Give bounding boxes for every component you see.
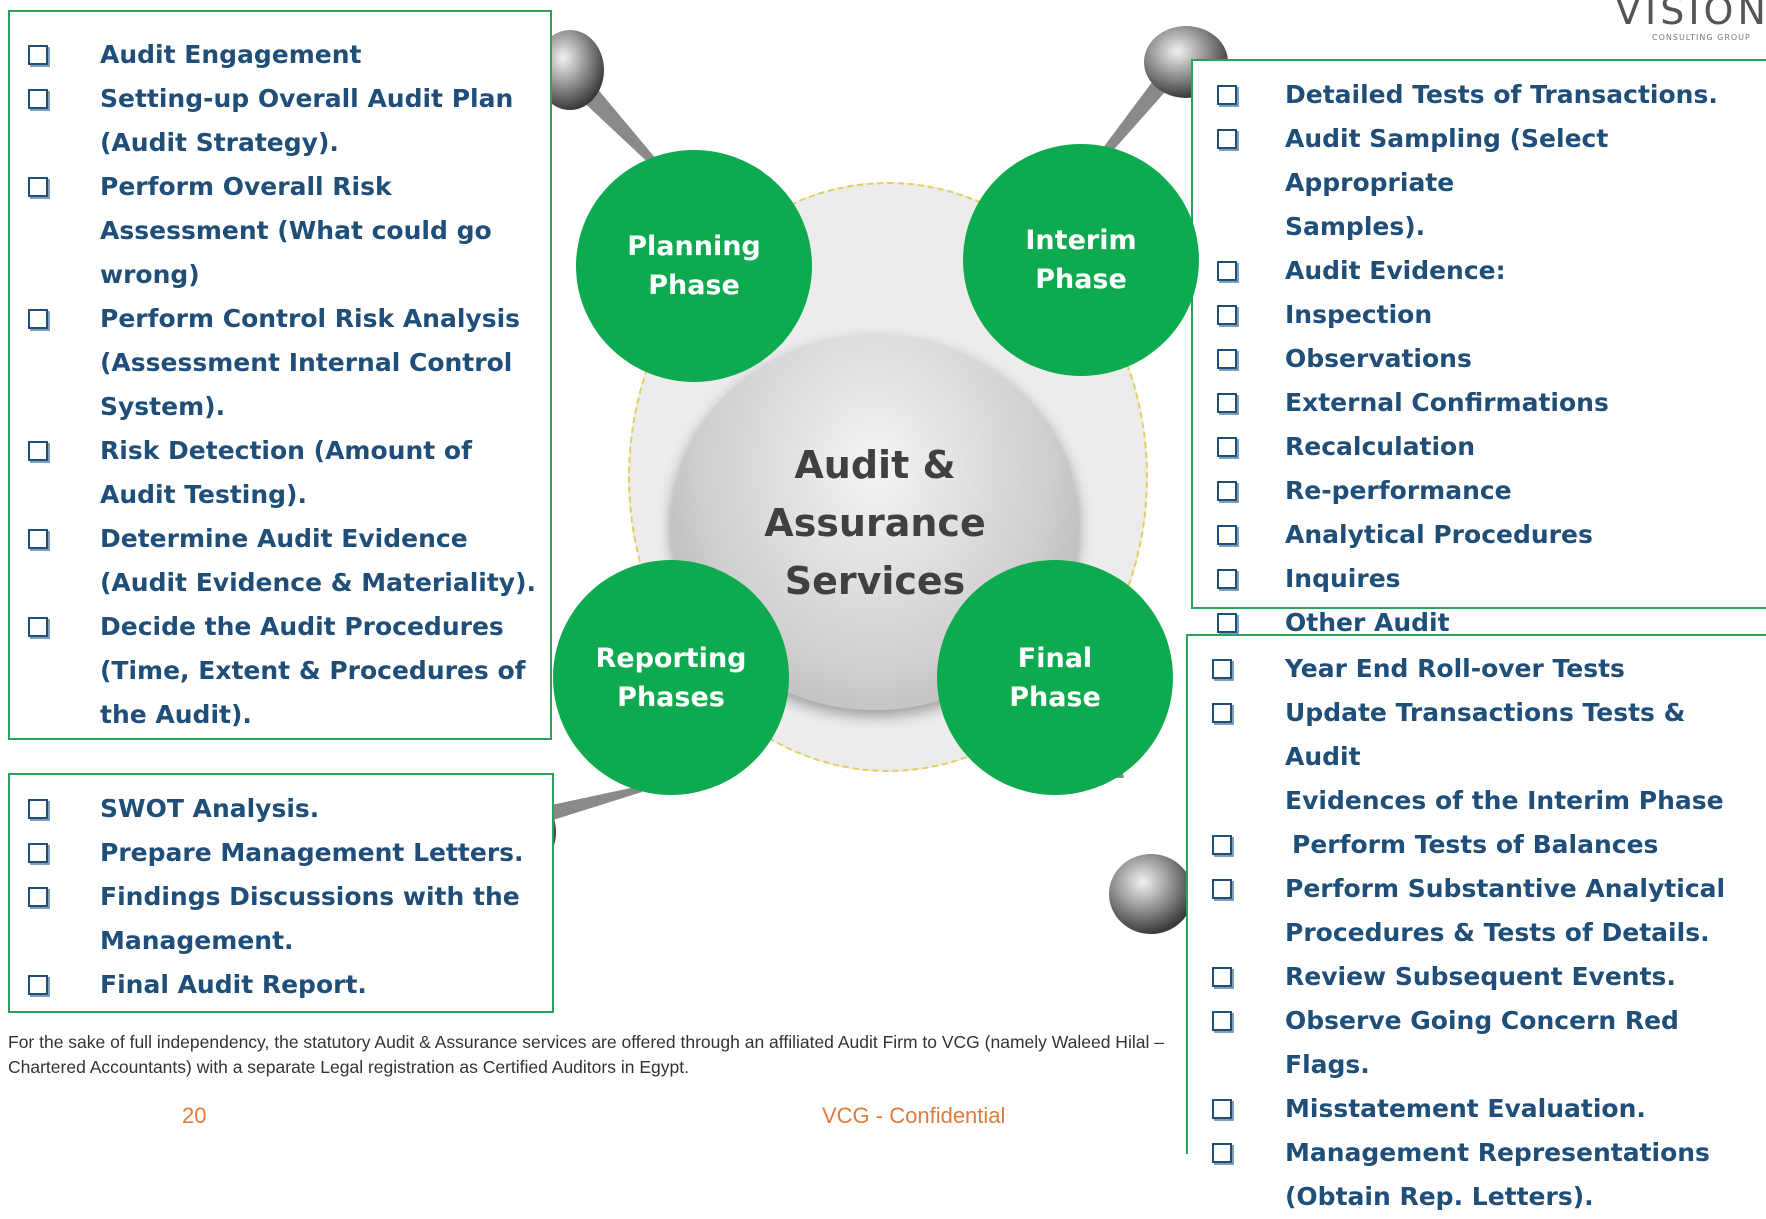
list-item: System). (100, 392, 226, 421)
list-item: Audit Engagement (10, 33, 550, 77)
list-item: Procedures & Tests of Details. (1285, 918, 1710, 947)
planning-activities-box: Audit Engagement Setting-up Overall Audi… (8, 10, 552, 740)
list-item: Prepare Management Letters. (10, 831, 552, 875)
list-item: Re-performance (1193, 469, 1766, 513)
list-item: wrong) (100, 260, 200, 289)
vision-logo: VISION CONSULTING GROUP (1615, 0, 1766, 42)
list-item: Evidences of the Interim Phase (1285, 786, 1724, 815)
phase-planning-circle: Planning Phase (576, 150, 812, 382)
list-item: External Confirmations (1193, 381, 1766, 425)
list-item: Observations (1193, 337, 1766, 381)
list-item: Management. (100, 926, 294, 955)
list-item: Samples). (1285, 212, 1426, 241)
phase-interim-label: Interim Phase (1025, 225, 1137, 295)
list-item: Risk Detection (Amount of (10, 429, 550, 473)
list-item: Decide the Audit Procedures (10, 605, 550, 649)
list-item: Other Audit (1193, 601, 1766, 645)
list-item: Perform Control Risk Analysis (10, 297, 550, 341)
final-activities-box: Year End Roll-over Tests Update Transact… (1186, 634, 1766, 1211)
logo-tagline: CONSULTING GROUP (1652, 33, 1751, 42)
phase-reporting-circle: Reporting Phases (553, 560, 789, 795)
list-item: Perform Overall Risk (10, 165, 550, 209)
confidential-label: VCG - Confidential (822, 1103, 1006, 1128)
list-item: (Time, Extent & Procedures of (100, 656, 526, 685)
list-item: (Assessment Internal Control (100, 348, 513, 377)
phase-final-label: Final Phase (1009, 642, 1101, 713)
list-item: Year End Roll-over Tests (1188, 647, 1766, 691)
center-title: Audit & Assurance Services (764, 442, 986, 603)
pin-planning (536, 30, 662, 170)
list-item: Assessment (What could go (100, 216, 492, 245)
list-item: Audit Evidence: (1193, 249, 1766, 293)
list-item: Observe Going Concern Red Flags. (1188, 999, 1766, 1087)
final-activities-list: Year End Roll-over Tests Update Transact… (1188, 636, 1766, 1219)
list-item: Recalculation (1193, 425, 1766, 469)
list-item: Setting-up Overall Audit Plan (10, 77, 550, 121)
list-item: Audit Sampling (Select Appropriate (1193, 117, 1766, 205)
list-item: Inspection (1193, 293, 1766, 337)
phase-reporting-label: Reporting Phases (595, 642, 747, 713)
list-item: Inquires (1193, 557, 1766, 601)
interim-activities-box: Detailed Tests of Transactions. Audit Sa… (1191, 59, 1766, 637)
list-item: Perform Substantive Analytical (1188, 867, 1766, 911)
logo-wordmark: VISION (1615, 0, 1766, 33)
list-item: (Audit Strategy). (100, 128, 339, 157)
reporting-activities-box: SWOT Analysis. Prepare Management Letter… (8, 773, 554, 1013)
reporting-activities-list: SWOT Analysis. Prepare Management Letter… (10, 775, 552, 1007)
list-item: (Audit Evidence & Materiality). (100, 568, 536, 597)
page-number: 20 (182, 1103, 207, 1128)
phase-interim-circle: Interim Phase (963, 144, 1199, 376)
planning-activities-list: Audit Engagement Setting-up Overall Audi… (10, 12, 550, 737)
list-item: the Audit). (100, 700, 252, 729)
footnote: For the sake of full independency, the s… (8, 1032, 1164, 1077)
list-item: Findings Discussions with the (10, 875, 552, 919)
list-item: Review Subsequent Events. (1188, 955, 1766, 999)
list-item: Final Audit Report. (10, 963, 552, 1007)
list-item: Update Transactions Tests & Audit (1188, 691, 1766, 779)
list-item: (Obtain Rep. Letters). (1285, 1182, 1594, 1211)
interim-activities-list: Detailed Tests of Transactions. Audit Sa… (1193, 61, 1766, 645)
list-item: Determine Audit Evidence (10, 517, 550, 561)
list-item: Audit Testing). (100, 480, 307, 509)
list-item: Management Representations (1188, 1131, 1766, 1175)
list-item: Detailed Tests of Transactions. (1193, 73, 1766, 117)
phase-planning-label: Planning Phase (627, 231, 761, 301)
list-item: SWOT Analysis. (10, 787, 552, 831)
list-item: Perform Tests of Balances (1188, 823, 1766, 867)
list-item: Analytical Procedures (1193, 513, 1766, 557)
list-item: Misstatement Evaluation. (1188, 1087, 1766, 1131)
phase-final-circle: Final Phase (937, 560, 1173, 795)
